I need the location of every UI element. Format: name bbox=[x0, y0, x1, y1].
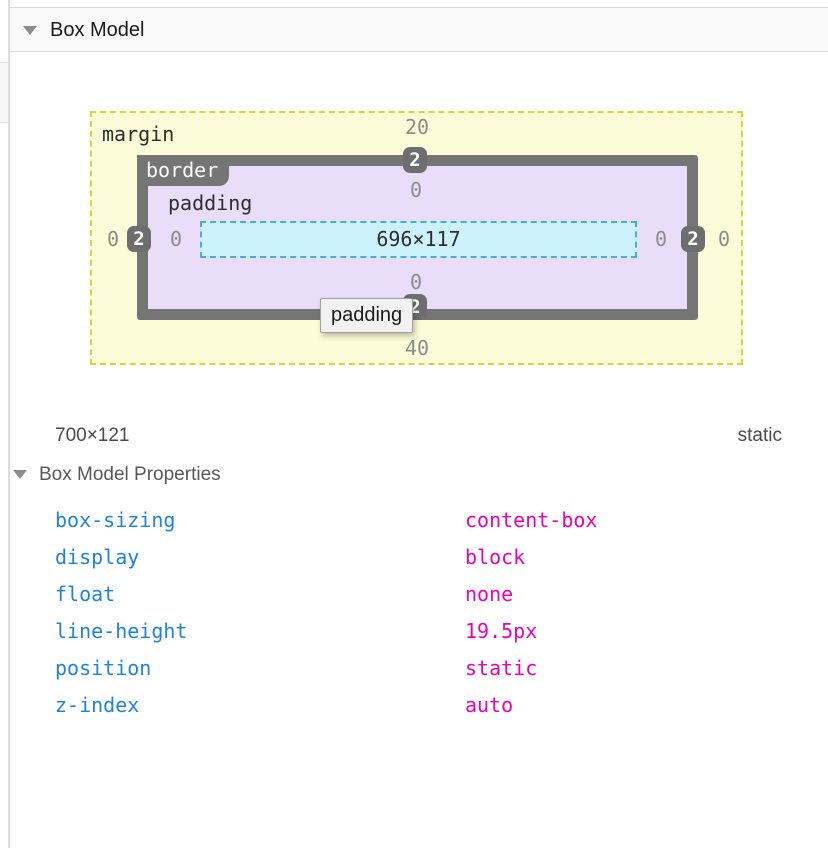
property-row: position static bbox=[0, 650, 828, 687]
panel-splitter[interactable] bbox=[8, 0, 10, 848]
element-dimensions: 700×121 bbox=[55, 425, 130, 446]
padding-right-value[interactable]: 0 bbox=[654, 227, 668, 251]
property-row: line-height 19.5px bbox=[0, 613, 828, 650]
property-name: float bbox=[55, 582, 116, 606]
properties-section-title[interactable]: Box Model Properties bbox=[39, 464, 221, 485]
border-right-width-badge[interactable]: 2 bbox=[681, 226, 705, 252]
property-value: none bbox=[465, 582, 514, 606]
panel-title: Box Model bbox=[50, 19, 145, 41]
box-model-header[interactable]: Box Model bbox=[10, 7, 828, 52]
content-region[interactable]: 696×117 bbox=[200, 221, 637, 258]
property-name: box-sizing bbox=[55, 508, 176, 532]
element-position: static bbox=[737, 425, 782, 446]
margin-bottom-value[interactable]: 40 bbox=[404, 336, 430, 360]
padding-bottom-value[interactable]: 0 bbox=[409, 270, 423, 294]
property-value: block bbox=[465, 545, 526, 569]
property-name: line-height bbox=[55, 619, 188, 643]
border-left-width-badge[interactable]: 2 bbox=[127, 226, 151, 252]
property-value: auto bbox=[465, 693, 514, 717]
property-name: z-index bbox=[55, 693, 140, 717]
adjacent-panel-edge bbox=[0, 62, 8, 123]
chevron-down-icon[interactable] bbox=[13, 470, 27, 479]
margin-left-value[interactable]: 0 bbox=[106, 227, 120, 251]
padding-left-value[interactable]: 0 bbox=[169, 227, 183, 251]
properties-list: box-sizing content-box display block float no… bbox=[0, 502, 828, 724]
margin-top-value[interactable]: 20 bbox=[404, 115, 430, 139]
property-value: static bbox=[465, 656, 538, 680]
property-name: display bbox=[55, 545, 140, 569]
chevron-down-icon[interactable] bbox=[23, 26, 37, 35]
property-row: display block bbox=[0, 539, 828, 576]
property-row: float none bbox=[0, 576, 828, 613]
padding-top-value[interactable]: 0 bbox=[409, 178, 423, 202]
property-row: box-sizing content-box bbox=[0, 502, 828, 539]
margin-label: margin bbox=[102, 122, 175, 146]
property-value: 19.5px bbox=[465, 619, 538, 643]
padding-label: padding bbox=[168, 191, 253, 215]
border-top-width-badge[interactable]: 2 bbox=[403, 147, 427, 173]
margin-right-value[interactable]: 0 bbox=[717, 227, 731, 251]
property-name: position bbox=[55, 656, 152, 680]
property-row: z-index auto bbox=[0, 687, 828, 724]
border-label-badge: border bbox=[137, 155, 229, 186]
property-value: content-box bbox=[465, 508, 598, 532]
padding-hover-tooltip: padding bbox=[320, 298, 414, 333]
